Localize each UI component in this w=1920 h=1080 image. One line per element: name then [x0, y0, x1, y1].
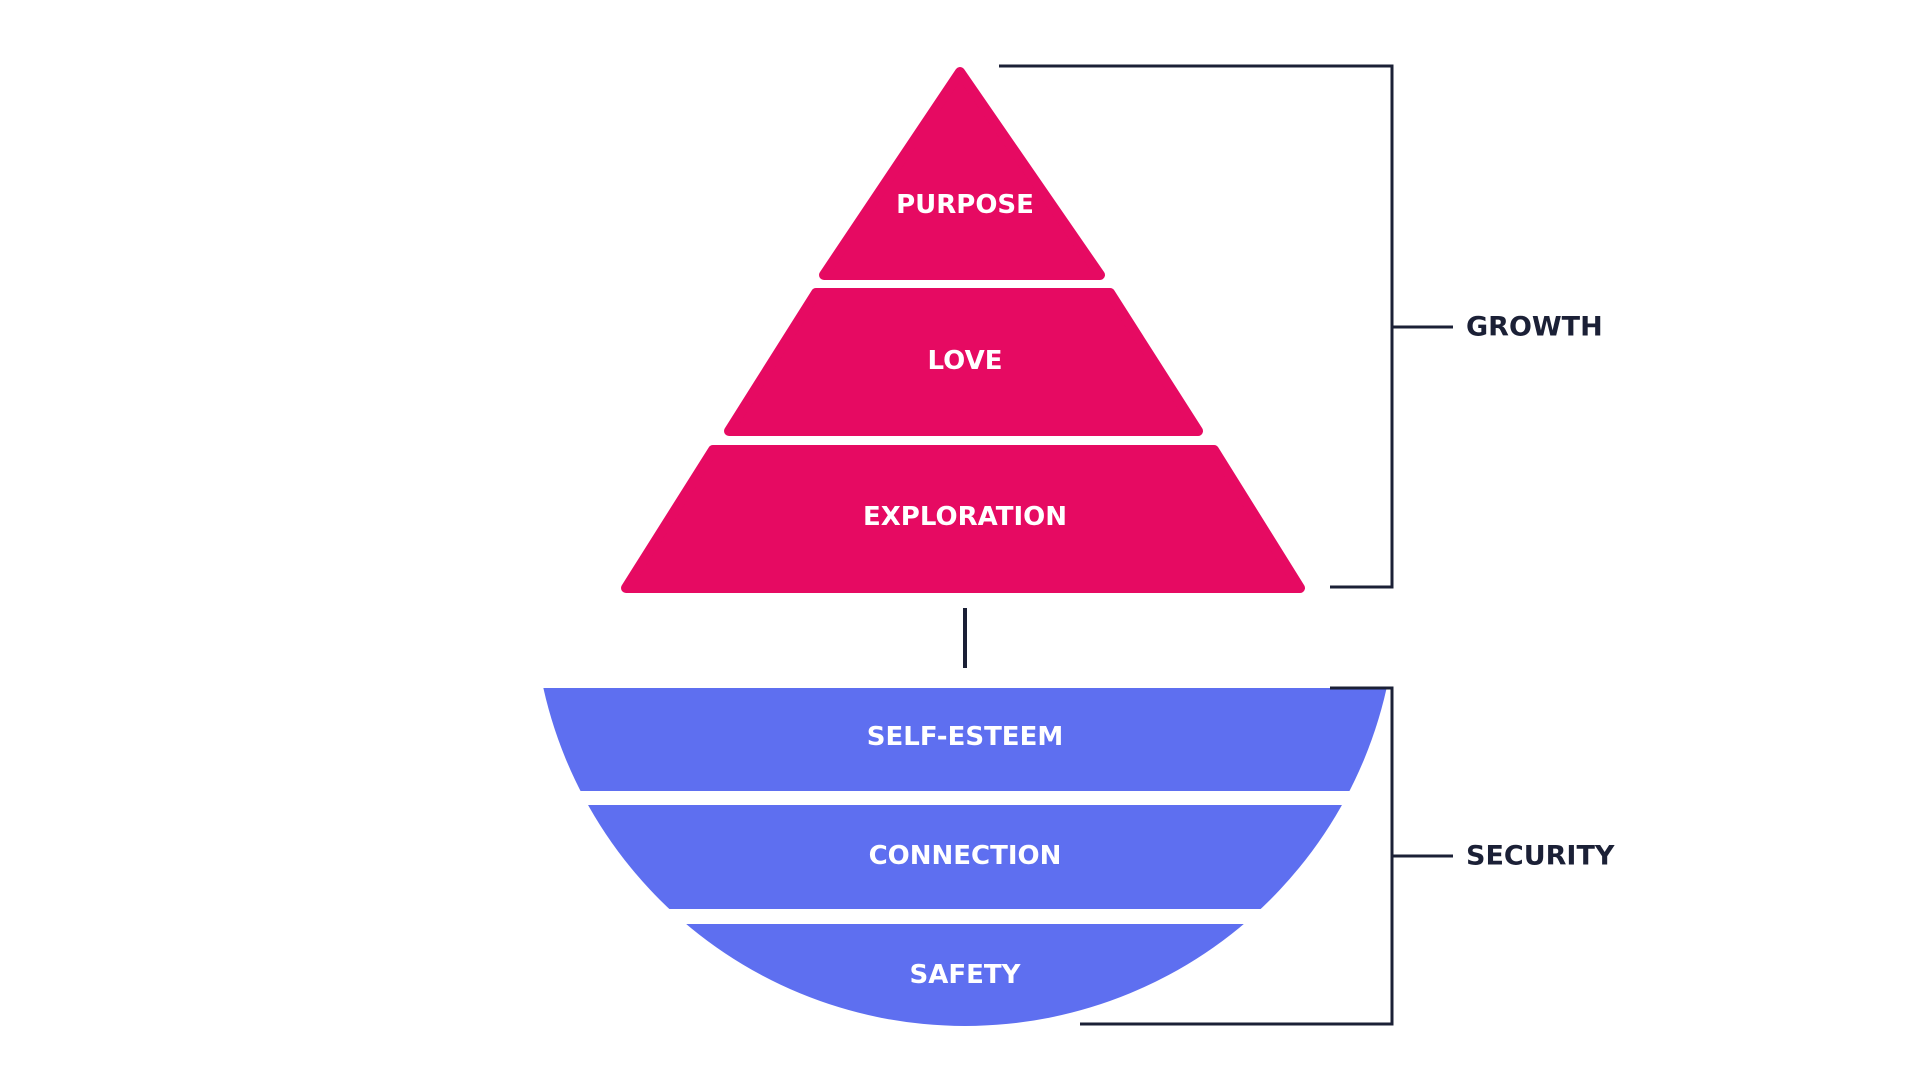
security-bracket: SECURITY: [1080, 686, 1615, 1026]
tier-love-label: LOVE: [928, 346, 1003, 376]
tier-safety-label: SAFETY: [910, 960, 1022, 990]
tier-self-esteem-shape: [533, 688, 1397, 791]
tier-safety-shape: [533, 924, 1397, 1026]
security-group-label: SECURITY: [1466, 841, 1615, 872]
security-bowl: SELF-ESTEEM CONNECTION SAFETY: [533, 688, 1397, 1026]
tier-exploration-shape: [621, 445, 1305, 593]
tier-connection-shape: [533, 805, 1397, 909]
tier-love-shape: [724, 288, 1203, 436]
tier-purpose-shape: [819, 67, 1105, 280]
tier-exploration-label: EXPLORATION: [863, 502, 1067, 532]
growth-pyramid: PURPOSE LOVE EXPLORATION: [621, 67, 1305, 593]
growth-bracket: GROWTH: [999, 64, 1603, 589]
tier-purpose-label: PURPOSE: [896, 190, 1034, 220]
growth-group-label: GROWTH: [1466, 312, 1603, 343]
tier-connection-label: CONNECTION: [869, 841, 1062, 871]
tier-self-esteem-label: SELF-ESTEEM: [867, 722, 1063, 752]
